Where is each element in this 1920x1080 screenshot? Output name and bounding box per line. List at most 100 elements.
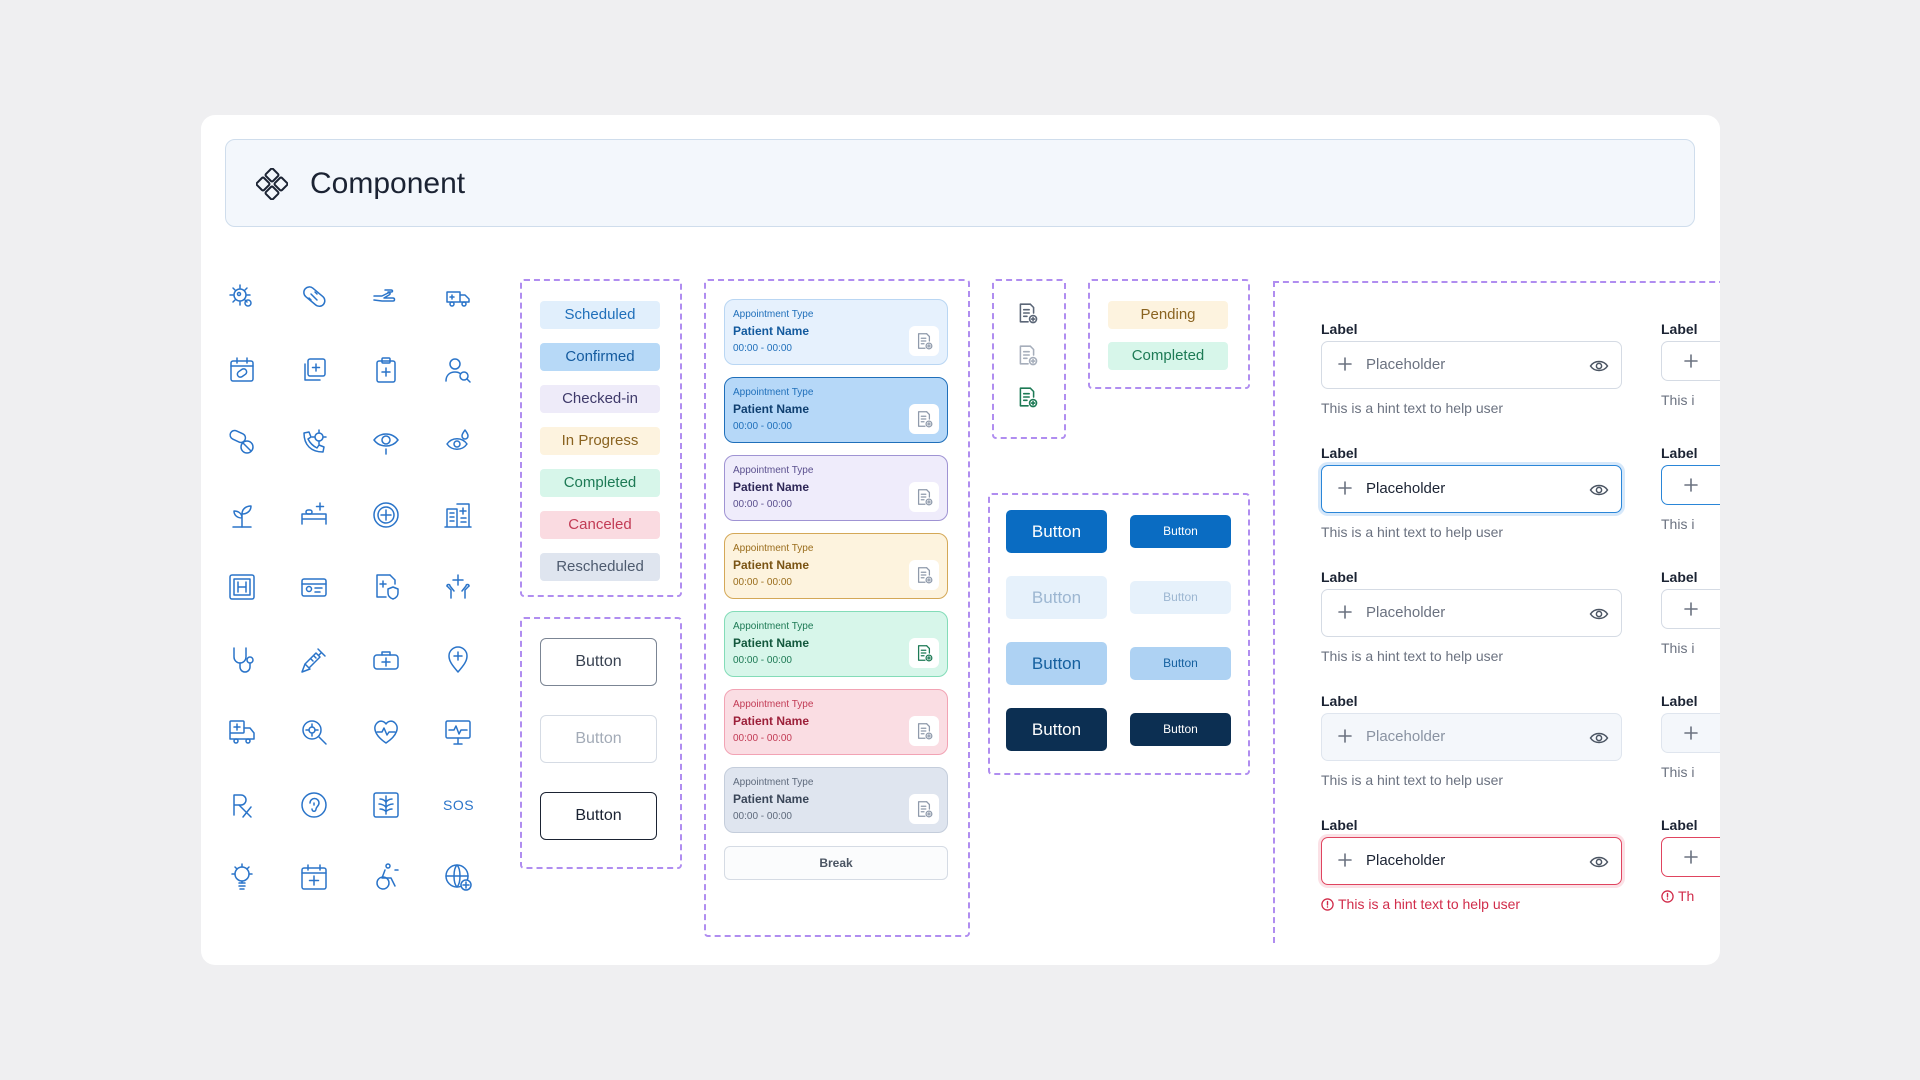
xray-icon xyxy=(371,790,401,820)
status-chip-scheduled[interactable]: Scheduled xyxy=(540,301,660,329)
solid-button-large[interactable]: Button xyxy=(1006,510,1107,553)
patient-name: Patient Name xyxy=(733,558,810,572)
text-input-error[interactable]: Placeholder xyxy=(1321,837,1622,885)
pills-icon xyxy=(227,427,257,457)
appointment-time: 00:00 - 00:00 xyxy=(733,811,792,822)
location-pin-icon xyxy=(443,645,473,675)
outline-button[interactable]: Button xyxy=(540,715,657,763)
helping-hand-icon xyxy=(371,282,401,312)
text-input-focused[interactable]: Placeholder xyxy=(1321,465,1622,513)
gear-bulb-icon xyxy=(227,862,257,892)
text-input-small-hover[interactable] xyxy=(1661,589,1720,629)
add-note-button[interactable] xyxy=(909,638,939,668)
status-chip-checked-in[interactable]: Checked-in xyxy=(540,385,660,413)
prescription-icon xyxy=(227,790,257,820)
eye-icon[interactable] xyxy=(1589,480,1609,500)
sos-icon-label: SOS xyxy=(443,796,475,813)
outline-button[interactable]: Button xyxy=(540,792,657,840)
plus-icon xyxy=(1336,603,1354,621)
add-note-button[interactable] xyxy=(909,482,939,512)
text-input-default[interactable]: Placeholder xyxy=(1321,341,1622,389)
text-input-small-default[interactable] xyxy=(1661,341,1720,381)
field-label: Label xyxy=(1661,693,1698,709)
solid-button-small[interactable]: Button xyxy=(1130,581,1231,614)
text-input-hover[interactable]: Placeholder xyxy=(1321,589,1622,637)
text-input-disabled[interactable]: Placeholder xyxy=(1321,713,1622,761)
appointment-type: Appointment Type xyxy=(733,777,814,788)
solid-button-small[interactable]: Button xyxy=(1130,515,1231,548)
error-icon xyxy=(1321,896,1338,912)
field-label: Label xyxy=(1661,569,1698,585)
status-chip-canceled[interactable]: Canceled xyxy=(540,511,660,539)
hint-text: This i xyxy=(1661,764,1695,780)
plus-icon xyxy=(1336,727,1354,745)
clipboard-cross-icon xyxy=(371,355,401,385)
globe-cross-icon xyxy=(443,862,473,892)
virus-search-icon xyxy=(299,717,329,747)
add-note-button[interactable] xyxy=(909,716,939,746)
status-chip-rescheduled[interactable]: Rescheduled xyxy=(540,553,660,581)
add-note-button[interactable] xyxy=(909,794,939,824)
eye-icon[interactable] xyxy=(1589,852,1609,872)
first-aid-kit-icon xyxy=(371,645,401,675)
plant-hand-icon xyxy=(227,500,257,530)
plus-icon xyxy=(1336,851,1354,869)
text-input-small-error[interactable] xyxy=(1661,837,1720,877)
hint-text: This is a hint text to help user xyxy=(1321,524,1504,540)
solid-button-large[interactable]: Button xyxy=(1006,708,1107,751)
document-shield-icon xyxy=(371,572,401,602)
sos-icon: SOS xyxy=(443,790,475,820)
payment-chip-pending[interactable]: Pending xyxy=(1108,301,1228,329)
appointment-type: Appointment Type xyxy=(733,387,814,398)
syringe-icon xyxy=(299,645,329,675)
hospital-building-icon xyxy=(443,500,473,530)
input-placeholder: Placeholder xyxy=(1366,728,1446,745)
field-label: Label xyxy=(1661,321,1698,337)
plus-icon xyxy=(1336,355,1354,373)
add-note-button[interactable] xyxy=(909,326,939,356)
field-label: Label xyxy=(1321,817,1358,833)
eye-icon[interactable] xyxy=(1589,356,1609,376)
page-title: Component xyxy=(310,167,466,200)
appointment-type: Appointment Type xyxy=(733,621,814,632)
solid-button-large[interactable]: Button xyxy=(1006,642,1107,685)
payment-chip-completed[interactable]: Completed xyxy=(1108,342,1228,370)
field-label: Label xyxy=(1321,445,1358,461)
outline-button[interactable]: Button xyxy=(540,638,657,686)
appointment-time: 00:00 - 00:00 xyxy=(733,655,792,666)
status-chip-completed[interactable]: Completed xyxy=(540,469,660,497)
document-add-icon[interactable] xyxy=(1016,386,1038,408)
ear-icon xyxy=(299,790,329,820)
add-note-button[interactable] xyxy=(909,404,939,434)
eye-icon[interactable] xyxy=(1589,728,1609,748)
wheelchair-icon xyxy=(371,862,401,892)
eye-icon[interactable] xyxy=(1589,604,1609,624)
add-note-button[interactable] xyxy=(909,560,939,590)
hint-text: This is a hint text to help user xyxy=(1321,400,1504,416)
break-slot[interactable]: Break xyxy=(724,846,948,880)
status-chip-confirmed[interactable]: Confirmed xyxy=(540,343,660,371)
solid-button-large[interactable]: Button xyxy=(1006,576,1107,619)
status-chip-in-progress[interactable]: In Progress xyxy=(540,427,660,455)
hands-cross-icon xyxy=(443,572,473,602)
error-icon xyxy=(1661,888,1678,904)
document-add-icon[interactable] xyxy=(1016,344,1038,366)
solid-button-small[interactable]: Button xyxy=(1130,713,1231,746)
document-add-icon[interactable] xyxy=(1016,302,1038,324)
text-input-small-disabled[interactable] xyxy=(1661,713,1720,753)
text-input-small-focused[interactable] xyxy=(1661,465,1720,505)
field-label: Label xyxy=(1321,321,1358,337)
solid-button-small[interactable]: Button xyxy=(1130,647,1231,680)
plus-icon xyxy=(1336,479,1354,497)
field-label: Label xyxy=(1661,817,1698,833)
